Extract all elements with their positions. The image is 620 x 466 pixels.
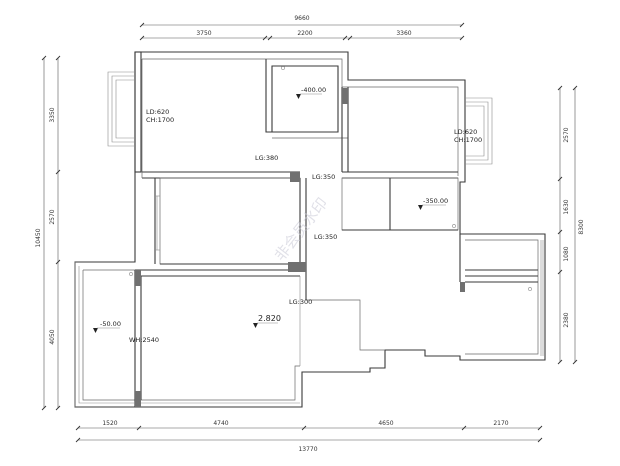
dim-right-total: 8300	[578, 219, 585, 234]
dimension-texts: 9660 3750 2200 3360 1520 4740 4650 2170 …	[35, 15, 585, 453]
level-400: -400.00	[301, 86, 326, 94]
room-labels: LD:620 CH:1700 LD:620 CH:1700 LG:380 LG:…	[129, 108, 482, 344]
dimension-lines	[41, 22, 578, 443]
label-ld-right: LD:620	[454, 128, 477, 136]
dim-right-2: 1630	[563, 199, 570, 214]
watermark-text: 非会员水印	[271, 194, 331, 264]
dim-top-2: 2200	[297, 30, 312, 37]
level-markers: -400.00 -350.00 -50.00 2.820	[93, 86, 448, 333]
dim-bottom-total: 13770	[298, 446, 317, 453]
column	[342, 88, 348, 104]
level-50: -50.00	[100, 320, 121, 328]
label-ld-left: LD:620	[146, 108, 169, 116]
column	[288, 262, 306, 272]
dim-bottom-3: 4650	[378, 420, 393, 427]
point-markers	[129, 66, 532, 291]
structural-columns	[135, 88, 465, 407]
dim-top-3: 3360	[396, 30, 411, 37]
label-lg-380: LG:380	[255, 154, 278, 162]
dim-right-4: 2380	[563, 312, 570, 327]
dim-left-1: 3350	[49, 107, 56, 122]
dim-left-3: 4050	[49, 329, 56, 344]
dim-left-total: 10450	[35, 228, 42, 247]
dim-left-2: 2570	[49, 209, 56, 224]
dim-top-1: 3750	[196, 30, 211, 37]
level-350: -350.00	[423, 197, 448, 205]
level-triangle-icon	[93, 328, 98, 333]
label-ch-right: CH:1700	[454, 136, 482, 144]
column	[290, 172, 300, 182]
label-ch-left: CH:1700	[146, 116, 174, 124]
bay-windows	[74, 71, 544, 407]
dim-bottom-1: 1520	[102, 420, 117, 427]
level-triangle-icon	[296, 94, 301, 99]
level-triangle-icon	[253, 323, 258, 328]
level-triangle-icon	[418, 205, 423, 210]
label-lg-350-b: LG:350	[314, 233, 337, 241]
label-wh: WH:2540	[129, 336, 159, 344]
column	[135, 391, 141, 407]
column	[135, 270, 141, 286]
label-lg-300: LG:300	[289, 298, 312, 306]
column	[460, 282, 465, 292]
dim-top-total: 9660	[294, 15, 309, 22]
dim-bottom-4: 2170	[493, 420, 508, 427]
dim-bottom-2: 4740	[213, 420, 228, 427]
dim-right-3: 1080	[563, 246, 570, 261]
level-2820: 2.820	[258, 314, 281, 323]
label-lg-350-a: LG:350	[312, 173, 335, 181]
dim-right-1: 2570	[563, 127, 570, 142]
